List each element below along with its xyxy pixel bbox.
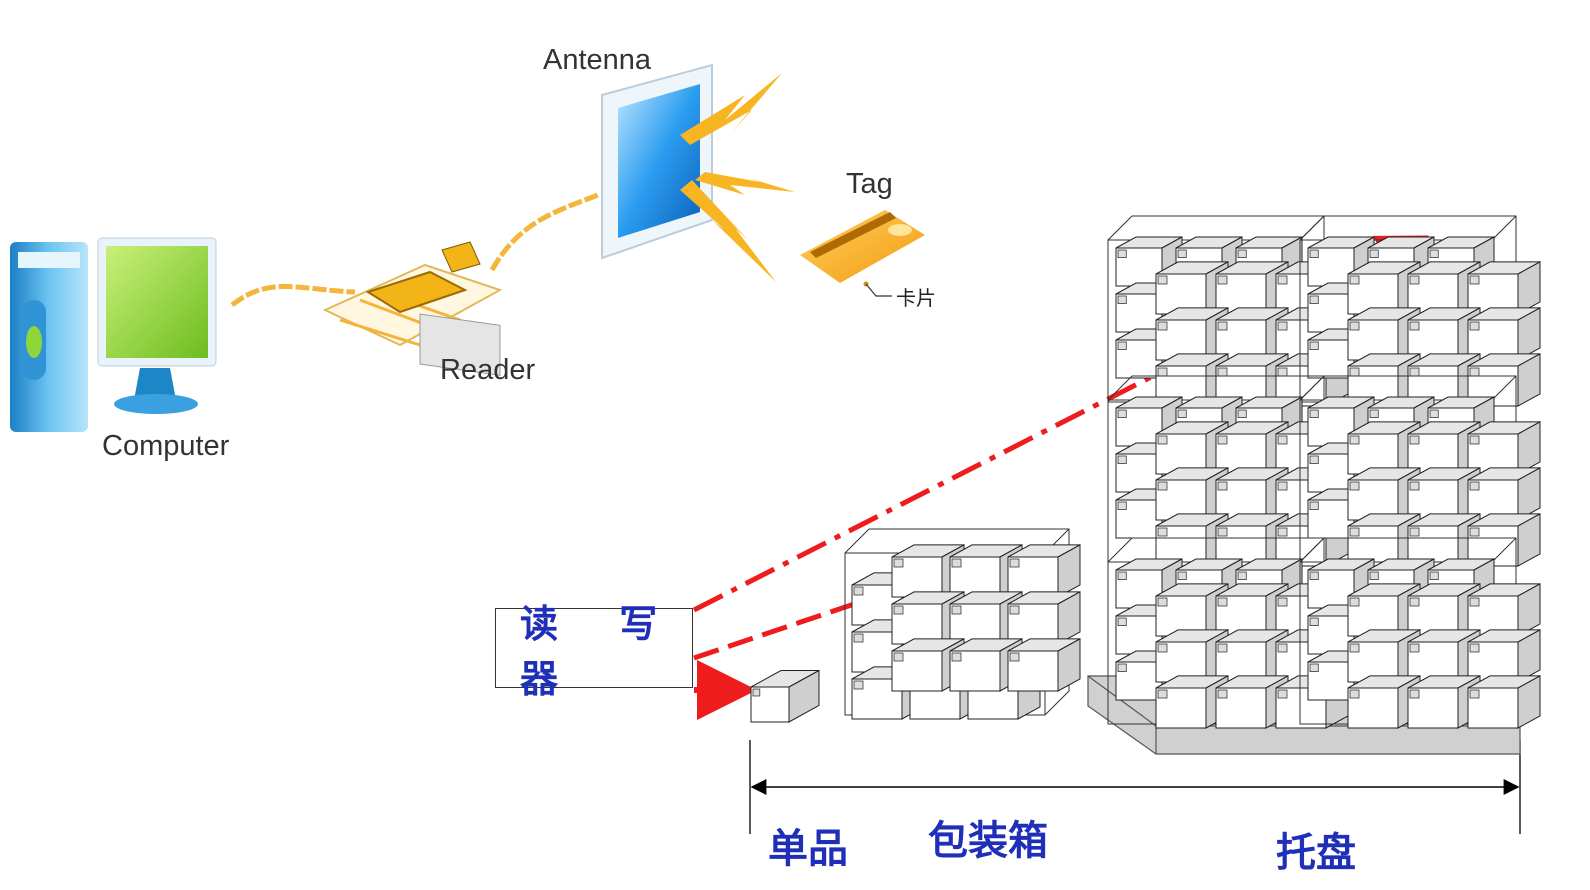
box-icon [1007, 544, 1081, 598]
computer-label: Computer [102, 430, 230, 462]
box-icon [1007, 638, 1081, 692]
level-item-label: 单品 [768, 826, 848, 872]
box-icon [1467, 513, 1541, 567]
item-box-icon [750, 669, 820, 723]
box-icon [1467, 421, 1541, 475]
lightning-icon [680, 73, 795, 282]
box-icon [1467, 467, 1541, 521]
box-icon [1007, 591, 1081, 645]
box-icon [1115, 488, 1183, 539]
arrow-to-case [693, 554, 980, 661]
arrow-to-pallet [692, 235, 1429, 613]
antenna-label: Antenna [543, 44, 652, 76]
antenna-icon [601, 63, 713, 260]
tag-label: Tag [846, 168, 893, 200]
box-icon [1307, 396, 1375, 447]
level-pallet-label: 托盘 [1276, 830, 1356, 876]
box-icon [1467, 629, 1541, 683]
level-case-label: 包装箱 [928, 818, 1048, 864]
scale-line [749, 740, 1521, 834]
rfid-card-icon [800, 210, 925, 297]
reader-writer-box: 读 写 器 [495, 602, 693, 701]
cable-computer-reader [230, 284, 356, 307]
card-label: 卡片 [896, 286, 936, 310]
cable-reader-antenna [489, 192, 599, 272]
box-icon [1467, 675, 1541, 729]
box-grid [750, 215, 1541, 729]
box-icon [1307, 236, 1375, 287]
box-icon [1467, 583, 1541, 637]
box-icon [1467, 261, 1541, 315]
reader-label: Reader [440, 354, 536, 386]
reader-board-icon [322, 241, 503, 376]
computer-icon [10, 237, 217, 432]
box-icon [1467, 307, 1541, 361]
